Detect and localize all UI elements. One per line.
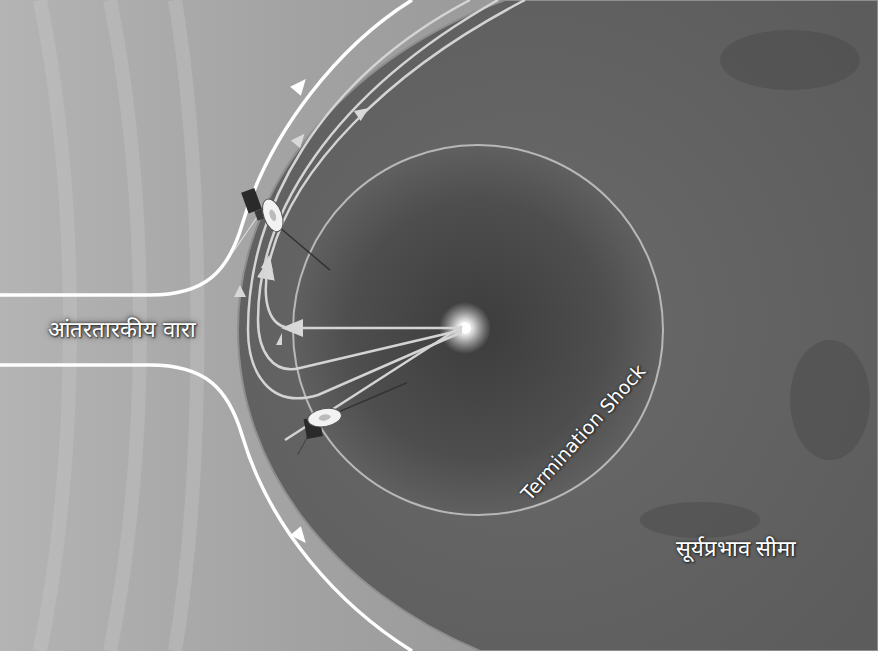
shock-label: Termination Shock	[516, 359, 650, 504]
wind-label: आंतरतारकीय वारा	[48, 317, 196, 343]
boundary-label: सूर्यप्रभाव सीमा	[676, 536, 797, 562]
